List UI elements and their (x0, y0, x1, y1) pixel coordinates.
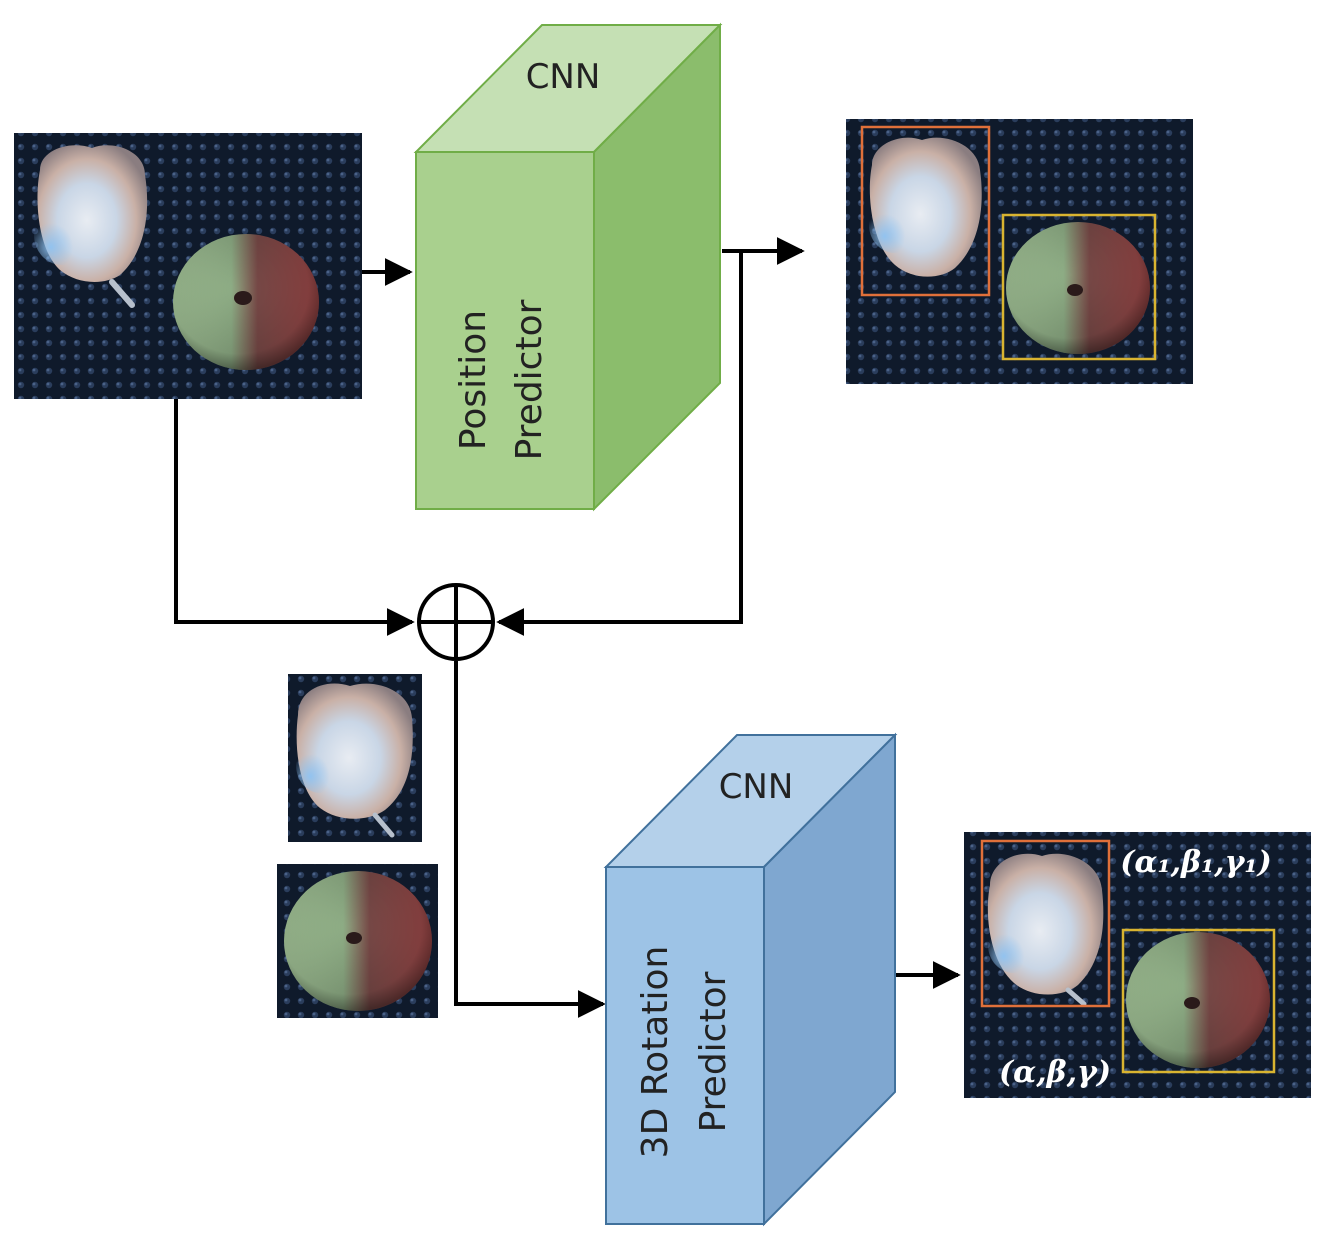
connectors (174, 237, 961, 1018)
rotation-result-photo: (α₁,β₁,γ₁) (α,β,γ) (964, 832, 1311, 1098)
line-input-to-combine (174, 399, 415, 636)
rotation-label-first: (α₁,β₁,γ₁) (1120, 845, 1272, 880)
circled-plus-operator (417, 583, 495, 661)
apple-pale (869, 137, 982, 277)
crop-patch-pale-apple (288, 674, 422, 842)
position-block-name-line1: Position (453, 310, 494, 450)
rotation-predictor-block: CNN 3D Rotation Predictor (603, 732, 898, 1227)
line-position-to-combine (496, 251, 743, 636)
apple-redgreen (1126, 932, 1270, 1068)
rotation-label-second: (α,β,γ) (999, 1055, 1111, 1090)
apple-pale (987, 853, 1104, 1007)
rotation-block-name-line1: 3D Rotation (635, 946, 676, 1159)
position-block-cnn-label: CNN (526, 57, 601, 97)
input-photo (14, 133, 362, 399)
bounding-box-yellow (1121, 928, 1276, 1074)
bounding-box-yellow (1001, 213, 1157, 361)
crop-patch-redgreen-apple (277, 864, 438, 1018)
apple-redgreen (173, 234, 319, 370)
position-predictor-block: CNN Position Predictor (413, 22, 723, 512)
line-combine-to-rotation (454, 661, 606, 1018)
apple-pale (34, 145, 148, 308)
position-block-name-line2: Predictor (509, 299, 550, 460)
rotation-block-name-line2: Predictor (693, 971, 734, 1132)
position-block-front (415, 151, 595, 510)
detection-output-photo (846, 119, 1193, 384)
rotation-block-cnn-label: CNN (719, 767, 794, 807)
bounding-box-orange (860, 125, 991, 297)
bounding-box-orange (980, 839, 1111, 1008)
rotation-block-front (605, 866, 765, 1225)
apple-redgreen (1006, 222, 1150, 354)
